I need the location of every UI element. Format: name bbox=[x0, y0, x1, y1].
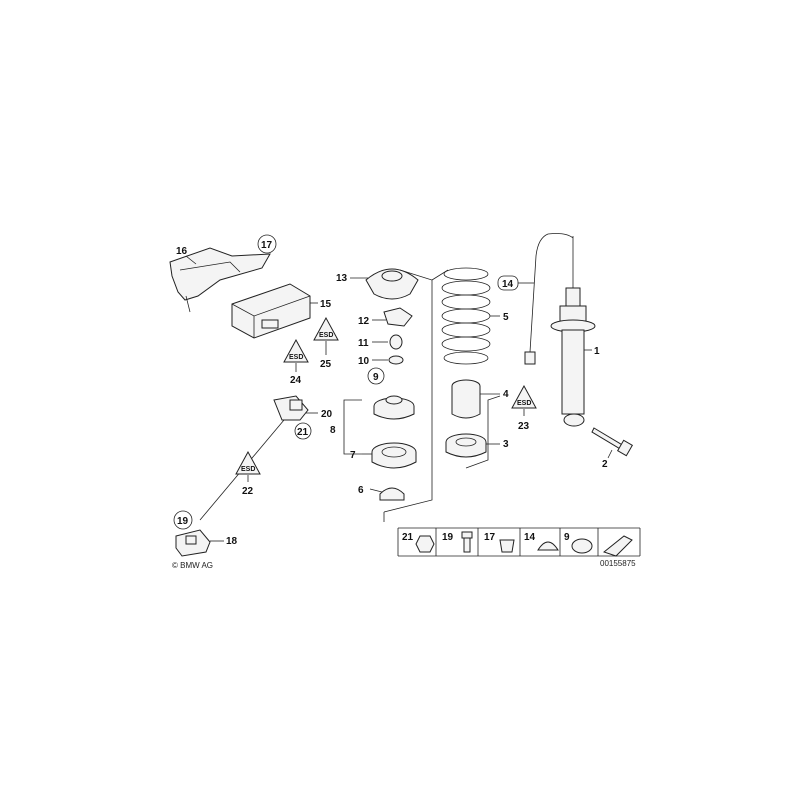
spring-pad-part-7 bbox=[371, 442, 417, 469]
wire-part-14 bbox=[524, 233, 574, 365]
callout-1: 1 bbox=[594, 346, 600, 357]
sensor-part-18 bbox=[175, 529, 211, 557]
spring-pad-part-3 bbox=[445, 433, 487, 458]
svg-text:ESD: ESD bbox=[517, 400, 531, 407]
legend-number-21: 21 bbox=[402, 532, 414, 543]
callout-19: 19 bbox=[177, 516, 189, 527]
callout-5: 5 bbox=[503, 312, 509, 323]
callout-circle-9 bbox=[367, 367, 385, 385]
callout-7: 7 bbox=[350, 450, 356, 461]
callout-21: 21 bbox=[297, 427, 309, 438]
bolt-part-2 bbox=[591, 427, 634, 457]
legend-number-9: 9 bbox=[564, 532, 570, 543]
svg-text:ESD: ESD bbox=[289, 354, 303, 361]
copyright-text: © BMW AG bbox=[172, 561, 213, 570]
callout-circle-17 bbox=[257, 234, 277, 254]
callout-20: 20 bbox=[321, 409, 333, 420]
callout-18: 18 bbox=[226, 536, 238, 547]
callout-15: 15 bbox=[320, 299, 332, 310]
callout-11: 11 bbox=[358, 338, 369, 349]
callout-10: 10 bbox=[358, 356, 370, 367]
warning-triangle-24: ESD bbox=[283, 338, 309, 363]
bump-part-11 bbox=[389, 334, 403, 350]
callout-25: 25 bbox=[320, 359, 332, 370]
callout-13: 13 bbox=[336, 273, 348, 284]
shock-absorber-part-1 bbox=[550, 236, 596, 427]
callout-24: 24 bbox=[290, 375, 302, 386]
callout-circle-21 bbox=[294, 422, 312, 440]
callout-22: 22 bbox=[242, 486, 254, 497]
bump-stop-part-4 bbox=[451, 379, 481, 419]
cap-part-6 bbox=[379, 487, 405, 501]
callout-2: 2 bbox=[602, 459, 608, 470]
coil-spring-part-5 bbox=[441, 267, 491, 365]
callout-9: 9 bbox=[373, 372, 379, 383]
callout-3: 3 bbox=[503, 439, 509, 450]
legend-number-14: 14 bbox=[524, 532, 536, 543]
callout-23: 23 bbox=[518, 421, 530, 432]
callout-17: 17 bbox=[261, 240, 273, 251]
callout-16: 16 bbox=[176, 246, 188, 257]
bracket-part-16 bbox=[169, 247, 271, 313]
warning-triangle-22: ESD bbox=[235, 450, 261, 475]
mount-part-8 bbox=[373, 395, 415, 420]
callout-14: 14 bbox=[502, 279, 514, 290]
washer-part-10 bbox=[388, 355, 404, 365]
top-mount-part-13 bbox=[365, 268, 419, 300]
sensor-bracket-part-20 bbox=[273, 395, 309, 421]
callout-circle-19 bbox=[173, 510, 193, 530]
diagram-number: 00155875 bbox=[600, 559, 636, 568]
legend-number-17: 17 bbox=[484, 532, 496, 543]
svg-text:ESD: ESD bbox=[319, 332, 333, 339]
warning-triangle-25: ESD bbox=[313, 316, 339, 341]
arrow-icon bbox=[602, 535, 633, 557]
clip-part-12 bbox=[383, 307, 413, 327]
warning-triangle-23: ESD bbox=[511, 384, 537, 409]
callout-6: 6 bbox=[358, 485, 364, 496]
legend-strip: 21 19 17 14 9 bbox=[397, 527, 641, 557]
svg-text:ESD: ESD bbox=[241, 466, 255, 473]
callout-4: 4 bbox=[503, 389, 509, 400]
legend-number-19: 19 bbox=[442, 532, 454, 543]
callout-12: 12 bbox=[358, 316, 370, 327]
callout-8: 8 bbox=[330, 425, 336, 436]
control-unit-part-15 bbox=[231, 283, 311, 339]
